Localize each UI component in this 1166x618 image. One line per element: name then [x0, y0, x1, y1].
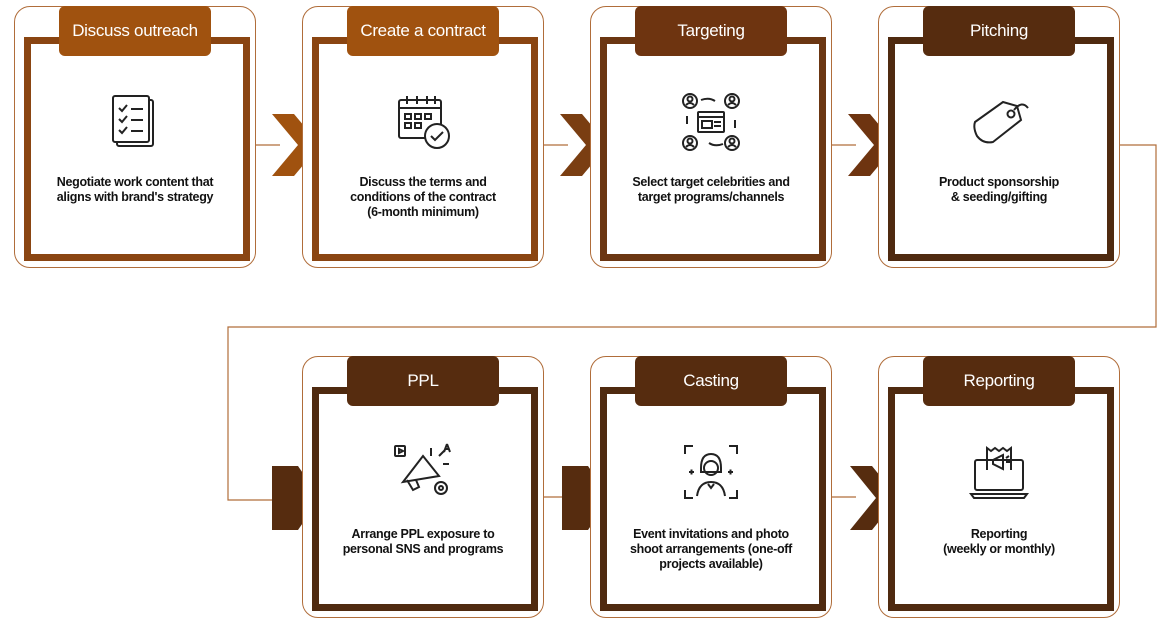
step-pitching: Pitching Product sponsorship & seeding/g… — [878, 6, 1120, 268]
step-desc-line: projects available) — [659, 557, 763, 571]
step-desc-line: conditions of the contract — [350, 190, 496, 204]
step-title: Create a contract — [347, 6, 499, 56]
step-casting: Casting Event invitations and photo shoo… — [590, 356, 832, 618]
step-desc-line: & seeding/gifting — [950, 190, 1048, 204]
step-title: Discuss outreach — [59, 6, 211, 56]
step-desc-line: Discuss the terms and — [359, 175, 487, 189]
step-create-contract: Create a contract Discuss the terms and … — [302, 6, 544, 268]
step-desc-line: Negotiate work content that — [56, 175, 214, 189]
calendar-check-icon — [398, 96, 450, 149]
card-inner-frame — [312, 387, 538, 611]
card-inner-frame — [312, 37, 538, 261]
step-title: Targeting — [635, 6, 787, 56]
step-desc-line: (6-month minimum) — [367, 205, 479, 219]
step-ppl: PPL Arrange PPL exposure to personal SNS… — [302, 356, 544, 618]
step-title: PPL — [347, 356, 499, 406]
step-desc-line: Arrange PPL exposure to — [351, 527, 495, 541]
step-desc-line: Product sponsorship — [938, 175, 1059, 189]
step-targeting: Targeting Select target celebrities and … — [590, 6, 832, 268]
laptop-report-icon — [969, 446, 1029, 499]
step-title: Casting — [635, 356, 787, 406]
megaphone-icon — [394, 443, 451, 495]
step-desc-line: Reporting — [970, 527, 1028, 541]
person-focus-icon — [684, 445, 738, 499]
step-desc-line: Event invitations and photo — [633, 527, 789, 541]
step-title: Pitching — [923, 6, 1075, 56]
step-desc-line: (weekly or monthly) — [943, 542, 1055, 556]
step-desc-line: shoot arrangements (one-off — [629, 542, 793, 556]
step-title: Reporting — [923, 356, 1075, 406]
step-reporting: Reporting Reporting (weekly or monthly) — [878, 356, 1120, 618]
step-desc-line: target programs/channels — [637, 190, 785, 204]
step-discuss-outreach: Discuss outreach Negotiate work content … — [14, 6, 256, 268]
checklist-icon — [112, 95, 154, 147]
step-desc-line: Select target celebrities and — [632, 175, 790, 189]
price-tag-icon — [973, 100, 1029, 144]
card-inner-frame — [24, 37, 250, 261]
step-desc-line: aligns with brand's strategy — [56, 190, 214, 204]
network-users-icon — [682, 93, 740, 151]
step-desc-line: personal SNS and programs — [342, 542, 504, 556]
